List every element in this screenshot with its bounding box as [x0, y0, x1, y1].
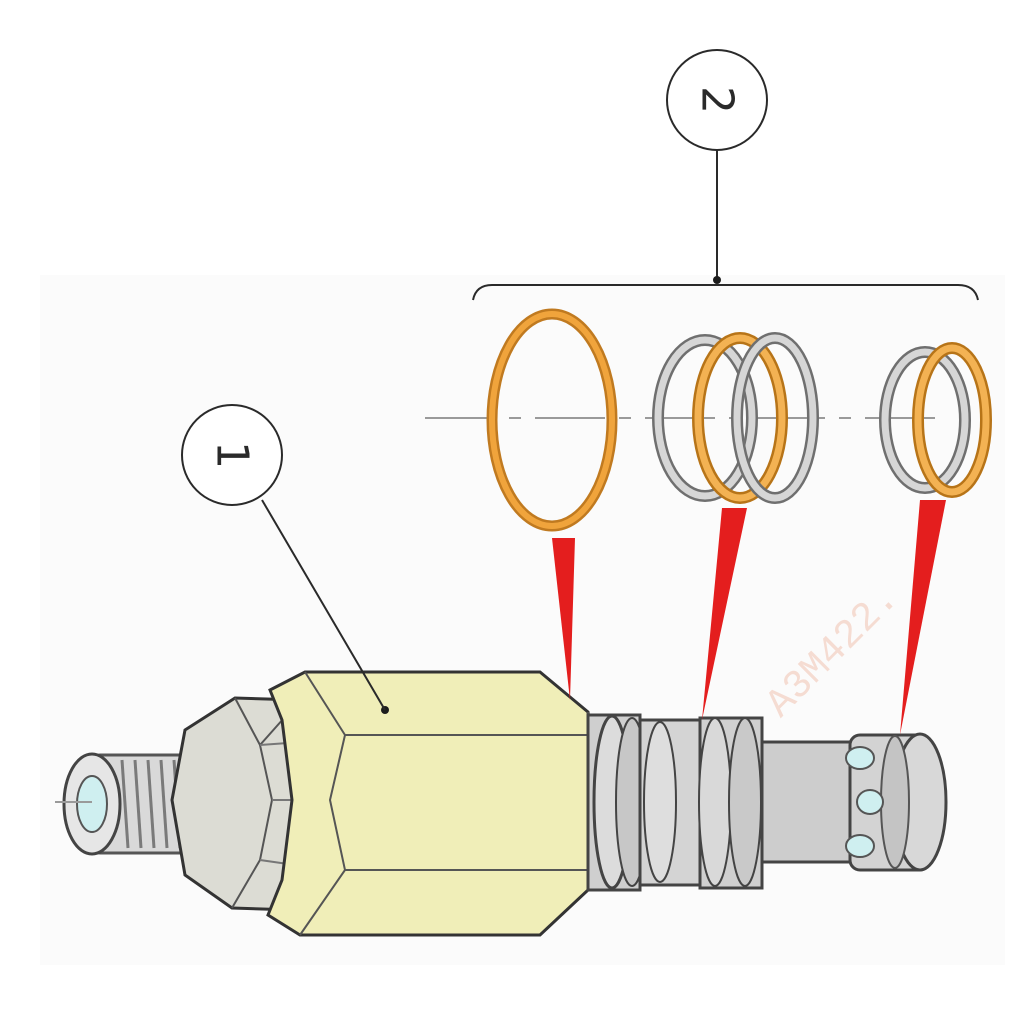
- middle-grey-ring-back: [733, 334, 817, 502]
- seal-position-pointers: [552, 500, 946, 735]
- port-hole-bottom: [845, 834, 875, 858]
- callout-1-circle: [181, 404, 283, 506]
- pointer-middle-rings: [702, 508, 747, 720]
- cartridge-spool: [586, 713, 948, 892]
- large-orange-ring: [489, 311, 615, 529]
- seal-kit-bracket: [472, 284, 979, 301]
- small-grey-ring: [881, 348, 969, 492]
- callout-2-dot: [713, 276, 721, 284]
- callout-2: 2: [472, 49, 979, 301]
- port-hole-middle: [856, 789, 884, 815]
- callout-1-leader: [261, 499, 386, 711]
- stud-bore: [76, 775, 108, 833]
- pointer-large-ring: [552, 538, 575, 700]
- callout-1: 1: [181, 404, 386, 711]
- cartridge-valve: [55, 670, 948, 937]
- middle-orange-ring: [694, 334, 786, 502]
- pointer-small-rings: [900, 500, 946, 735]
- callout-2-label: 2: [692, 86, 743, 114]
- port-hole-top: [845, 746, 875, 770]
- seal-kit: [425, 308, 992, 532]
- callout-1-label: 1: [207, 441, 258, 469]
- middle-grey-ring-front: [654, 336, 756, 500]
- small-orange-ring: [914, 344, 990, 496]
- hex-body: [266, 670, 602, 937]
